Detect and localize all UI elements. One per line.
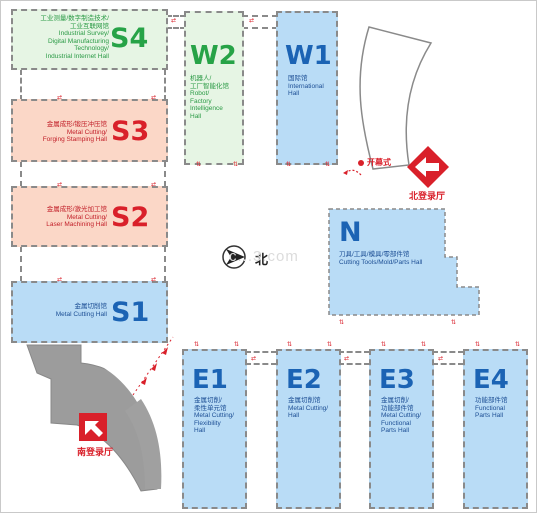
connector-e2-e3 (338, 351, 370, 365)
door-marker: ⇄ (57, 182, 64, 188)
door-marker: ⇄ (438, 356, 445, 362)
door-marker: ⇄ (171, 18, 178, 24)
door-marker: ⇄ (57, 277, 64, 283)
connector-s4-w2 (166, 15, 186, 29)
door-marker: ⇅ (286, 162, 293, 168)
connector-s2-s1 (20, 246, 166, 282)
hall-e4-code: E4 (473, 365, 509, 395)
door-marker: ⇅ (233, 162, 240, 168)
door-marker: ⇅ (287, 342, 294, 348)
hall-n-shape[interactable] (327, 207, 482, 317)
connector-s4-s3 (20, 69, 166, 101)
door-marker: ⇅ (381, 342, 388, 348)
hall-w1-code: W1 (285, 41, 332, 71)
door-marker: ⇅ (515, 342, 522, 348)
south-path-arrows-icon (132, 336, 174, 396)
connector-s3-s2 (20, 161, 166, 187)
hall-s3-code: S3 (111, 116, 150, 147)
south-lobby-marker[interactable] (77, 411, 109, 443)
door-marker: ⇅ (234, 342, 241, 348)
door-marker: ⇅ (475, 342, 482, 348)
door-marker: ⇄ (57, 95, 64, 101)
door-marker: ⇅ (451, 320, 458, 326)
north-lobby-marker[interactable] (405, 144, 451, 190)
hall-e3-code: E3 (379, 365, 415, 395)
door-marker: ⇅ (327, 342, 334, 348)
door-marker: ⇄ (249, 18, 256, 24)
door-marker: ⇄ (151, 182, 158, 188)
opening-label: 开幕式 (367, 158, 391, 167)
hall-e1-code: E1 (192, 365, 228, 395)
watermark-text: c...3.com (229, 248, 299, 265)
compass-arrow-icon (222, 245, 246, 269)
hall-s2-code: S2 (111, 202, 150, 233)
door-marker: ⇄ (251, 356, 258, 362)
hall-w2-code: W2 (190, 41, 237, 71)
hall-s4-code: S4 (110, 23, 149, 54)
hall-s1-code: S1 (111, 297, 150, 328)
north-lobby-label: 北登录厅 (409, 191, 446, 201)
connector-w2-w1 (242, 15, 278, 29)
hall-n-code: N (339, 217, 362, 248)
connector-e1-e2 (245, 351, 277, 365)
opening-arrow-icon (343, 169, 362, 176)
south-lobby-label: 南登录厅 (77, 447, 114, 457)
door-marker: ⇅ (196, 162, 203, 168)
door-marker: ⇄ (344, 356, 351, 362)
opening-dot-icon (358, 160, 364, 166)
connector-e3-e4 (432, 351, 464, 365)
door-marker: ⇄ (151, 277, 158, 283)
hall-e2-code: E2 (286, 365, 322, 395)
door-marker: ⇅ (325, 162, 332, 168)
door-marker: ⇄ (151, 95, 158, 101)
north-lobby-building (359, 26, 433, 170)
door-marker: ⇅ (421, 342, 428, 348)
compass-label: 北 (255, 252, 269, 267)
door-marker: ⇅ (194, 342, 201, 348)
door-marker: ⇅ (339, 320, 346, 326)
